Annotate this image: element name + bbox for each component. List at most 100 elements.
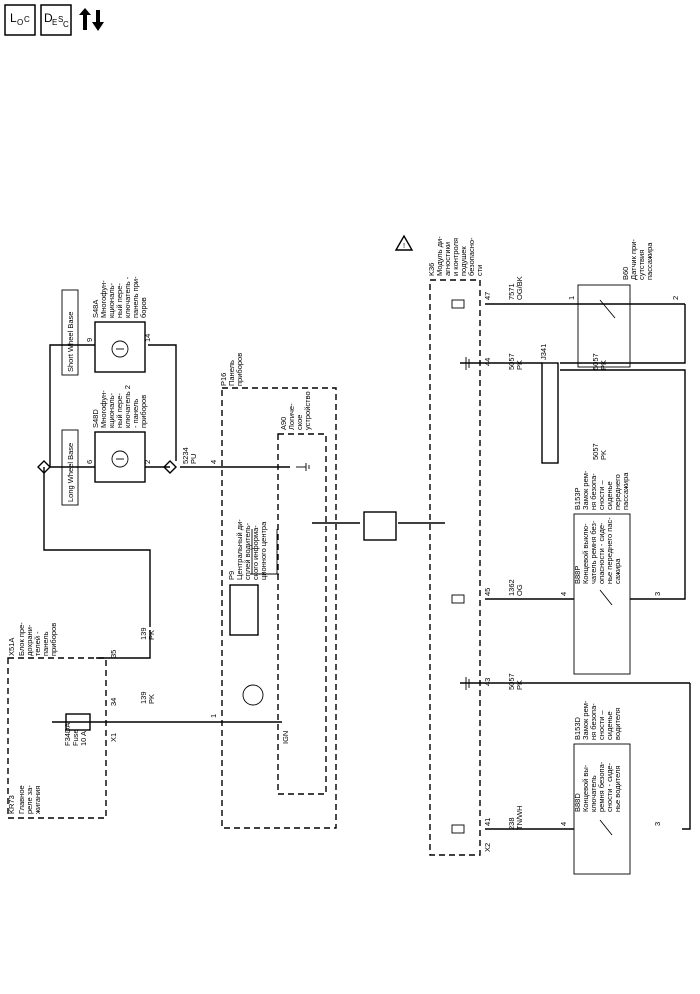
desc-sub: E <box>52 18 58 27</box>
w7571-color: OG/BK <box>515 276 524 300</box>
b88p-desc-2: опасности - сиде- <box>597 522 606 584</box>
lwb-box <box>61 429 79 506</box>
x51a-desc-1: дохрани- <box>25 624 34 656</box>
b153p-desc-1: ня безопа- <box>589 473 598 510</box>
b88d-desc-1: ключатель <box>589 775 598 812</box>
w5057b-color: PK <box>599 360 608 370</box>
s48a-desc-2: ный пере- <box>115 283 124 318</box>
a90-desc-1: ское <box>295 415 304 430</box>
w139a-color: PK <box>147 630 156 640</box>
kr73-desc-1: реле за- <box>25 785 34 814</box>
pin35: 35 <box>109 650 118 658</box>
f34da-label: F34DA <box>63 723 72 746</box>
j341-splice <box>541 362 559 464</box>
w139b: 139 <box>139 691 148 704</box>
a90-outline <box>277 433 327 795</box>
w7571: 7571 <box>507 283 516 300</box>
k36-desc-5: сти <box>475 265 484 276</box>
airbag-warning-icon <box>394 234 414 251</box>
w5057c-color: PK <box>599 450 608 460</box>
w5057d-color: PK <box>515 680 524 690</box>
x51a-desc-4: приборов <box>49 623 58 656</box>
pin4-b88d: 4 <box>559 822 568 826</box>
b153d-desc-1: ня безопа- <box>589 703 598 740</box>
x51a-desc-2: телей - <box>33 631 42 656</box>
b153d-label: B153D <box>573 716 582 740</box>
w5057b: 5057 <box>591 353 600 370</box>
b153d-desc-0: Замок рем- <box>581 700 590 740</box>
s48d-desc-0: Многофун- <box>99 390 108 428</box>
b153p-desc-2: сности – <box>597 479 606 510</box>
pin4: 4 <box>209 460 218 464</box>
x1-label: X1 <box>109 733 118 742</box>
s48d-desc-2: ный пере- <box>115 393 124 428</box>
swb-box <box>61 289 79 376</box>
pin3-b88p: 3 <box>653 592 662 596</box>
diagnostics-button[interactable] <box>76 4 108 36</box>
p16-desc-0: Панель <box>227 360 236 386</box>
b60-pin1: 1 <box>567 296 576 300</box>
k36-desc-0: Модуль ди- <box>435 236 444 276</box>
fuse-f34da <box>65 713 91 731</box>
pin41: 41 <box>483 818 492 826</box>
x51a-outline <box>7 657 107 819</box>
description-icon <box>40 4 72 36</box>
k36-label: K36 <box>427 263 436 276</box>
pin44: 44 <box>483 358 492 366</box>
p9-lamp <box>242 684 264 706</box>
loc-sub2: C <box>24 15 30 24</box>
k36-desc-4: безопасно- <box>467 237 476 276</box>
w238: 238 <box>507 817 516 830</box>
b153d-desc-2: сности – <box>597 709 606 740</box>
s48a-desc-4: панель при- <box>131 276 140 318</box>
b88p-desc-0: Концевой выклю- <box>581 523 590 584</box>
pin4-b88p: 4 <box>559 592 568 596</box>
w139a: 139 <box>139 627 148 640</box>
svg-text:!: ! <box>403 241 405 250</box>
a90-desc-0: Логиче- <box>287 403 296 430</box>
k36-connectors <box>451 299 465 834</box>
b153d-desc-3: сиденье <box>605 711 614 740</box>
b88d-desc-4: нье водителя <box>613 766 622 813</box>
k36-desc-2: и контроля <box>451 238 460 276</box>
wires <box>43 303 691 830</box>
fuse-amp: 10 A <box>79 731 88 746</box>
a90-label: A90 <box>279 417 288 430</box>
lwb-label: Long Wheel Base <box>66 443 75 502</box>
p9-label: P9 <box>227 571 236 580</box>
x51a-desc-3: панель <box>41 631 50 656</box>
pin3-b88d: 3 <box>653 822 662 826</box>
switch-s48a <box>94 321 146 373</box>
b88p-desc-1: чатель ремня без- <box>589 520 598 584</box>
s48a-desc-1: кциональ- <box>107 282 116 318</box>
s48a-label: S48A <box>91 300 100 318</box>
b153d-desc-4: водителя <box>613 708 622 740</box>
b88p-switch <box>599 589 613 606</box>
kr73-desc-0: Главное <box>17 785 26 814</box>
w5057a: 5057 <box>507 353 516 370</box>
w5057c: 5057 <box>591 443 600 460</box>
wheelbase-labels <box>61 289 79 506</box>
pin47: 47 <box>483 292 492 300</box>
s48d-desc-5: приборов <box>139 395 148 428</box>
swb-label: Short Wheel Base <box>66 312 75 372</box>
fuse-label: Fuse <box>71 729 80 746</box>
arrows-wrench-icon <box>79 8 104 31</box>
loc-sub: O <box>17 18 24 27</box>
b60-desc-2: пассажира <box>645 242 654 280</box>
b153p-desc-5: пассажира <box>621 472 630 510</box>
p9-display <box>229 584 259 636</box>
b88p-label: B88P <box>573 566 582 584</box>
w5234-color: PU <box>189 454 198 464</box>
kr73-desc-2: жигания <box>33 786 42 814</box>
p9-desc-3: ционного центра <box>259 521 268 580</box>
w5234: 5234 <box>181 447 190 464</box>
loc-main: L <box>10 11 17 25</box>
location-view-button[interactable]: L O C <box>4 4 36 36</box>
b153p-desc-0: Замок рем- <box>581 470 590 510</box>
p9-desc-1: сплей водитель- <box>243 522 252 580</box>
k36-desc-1: агностики <box>443 242 452 276</box>
w238-color: TN/WH <box>515 805 524 830</box>
description-view-button[interactable]: D E S C <box>40 4 72 36</box>
